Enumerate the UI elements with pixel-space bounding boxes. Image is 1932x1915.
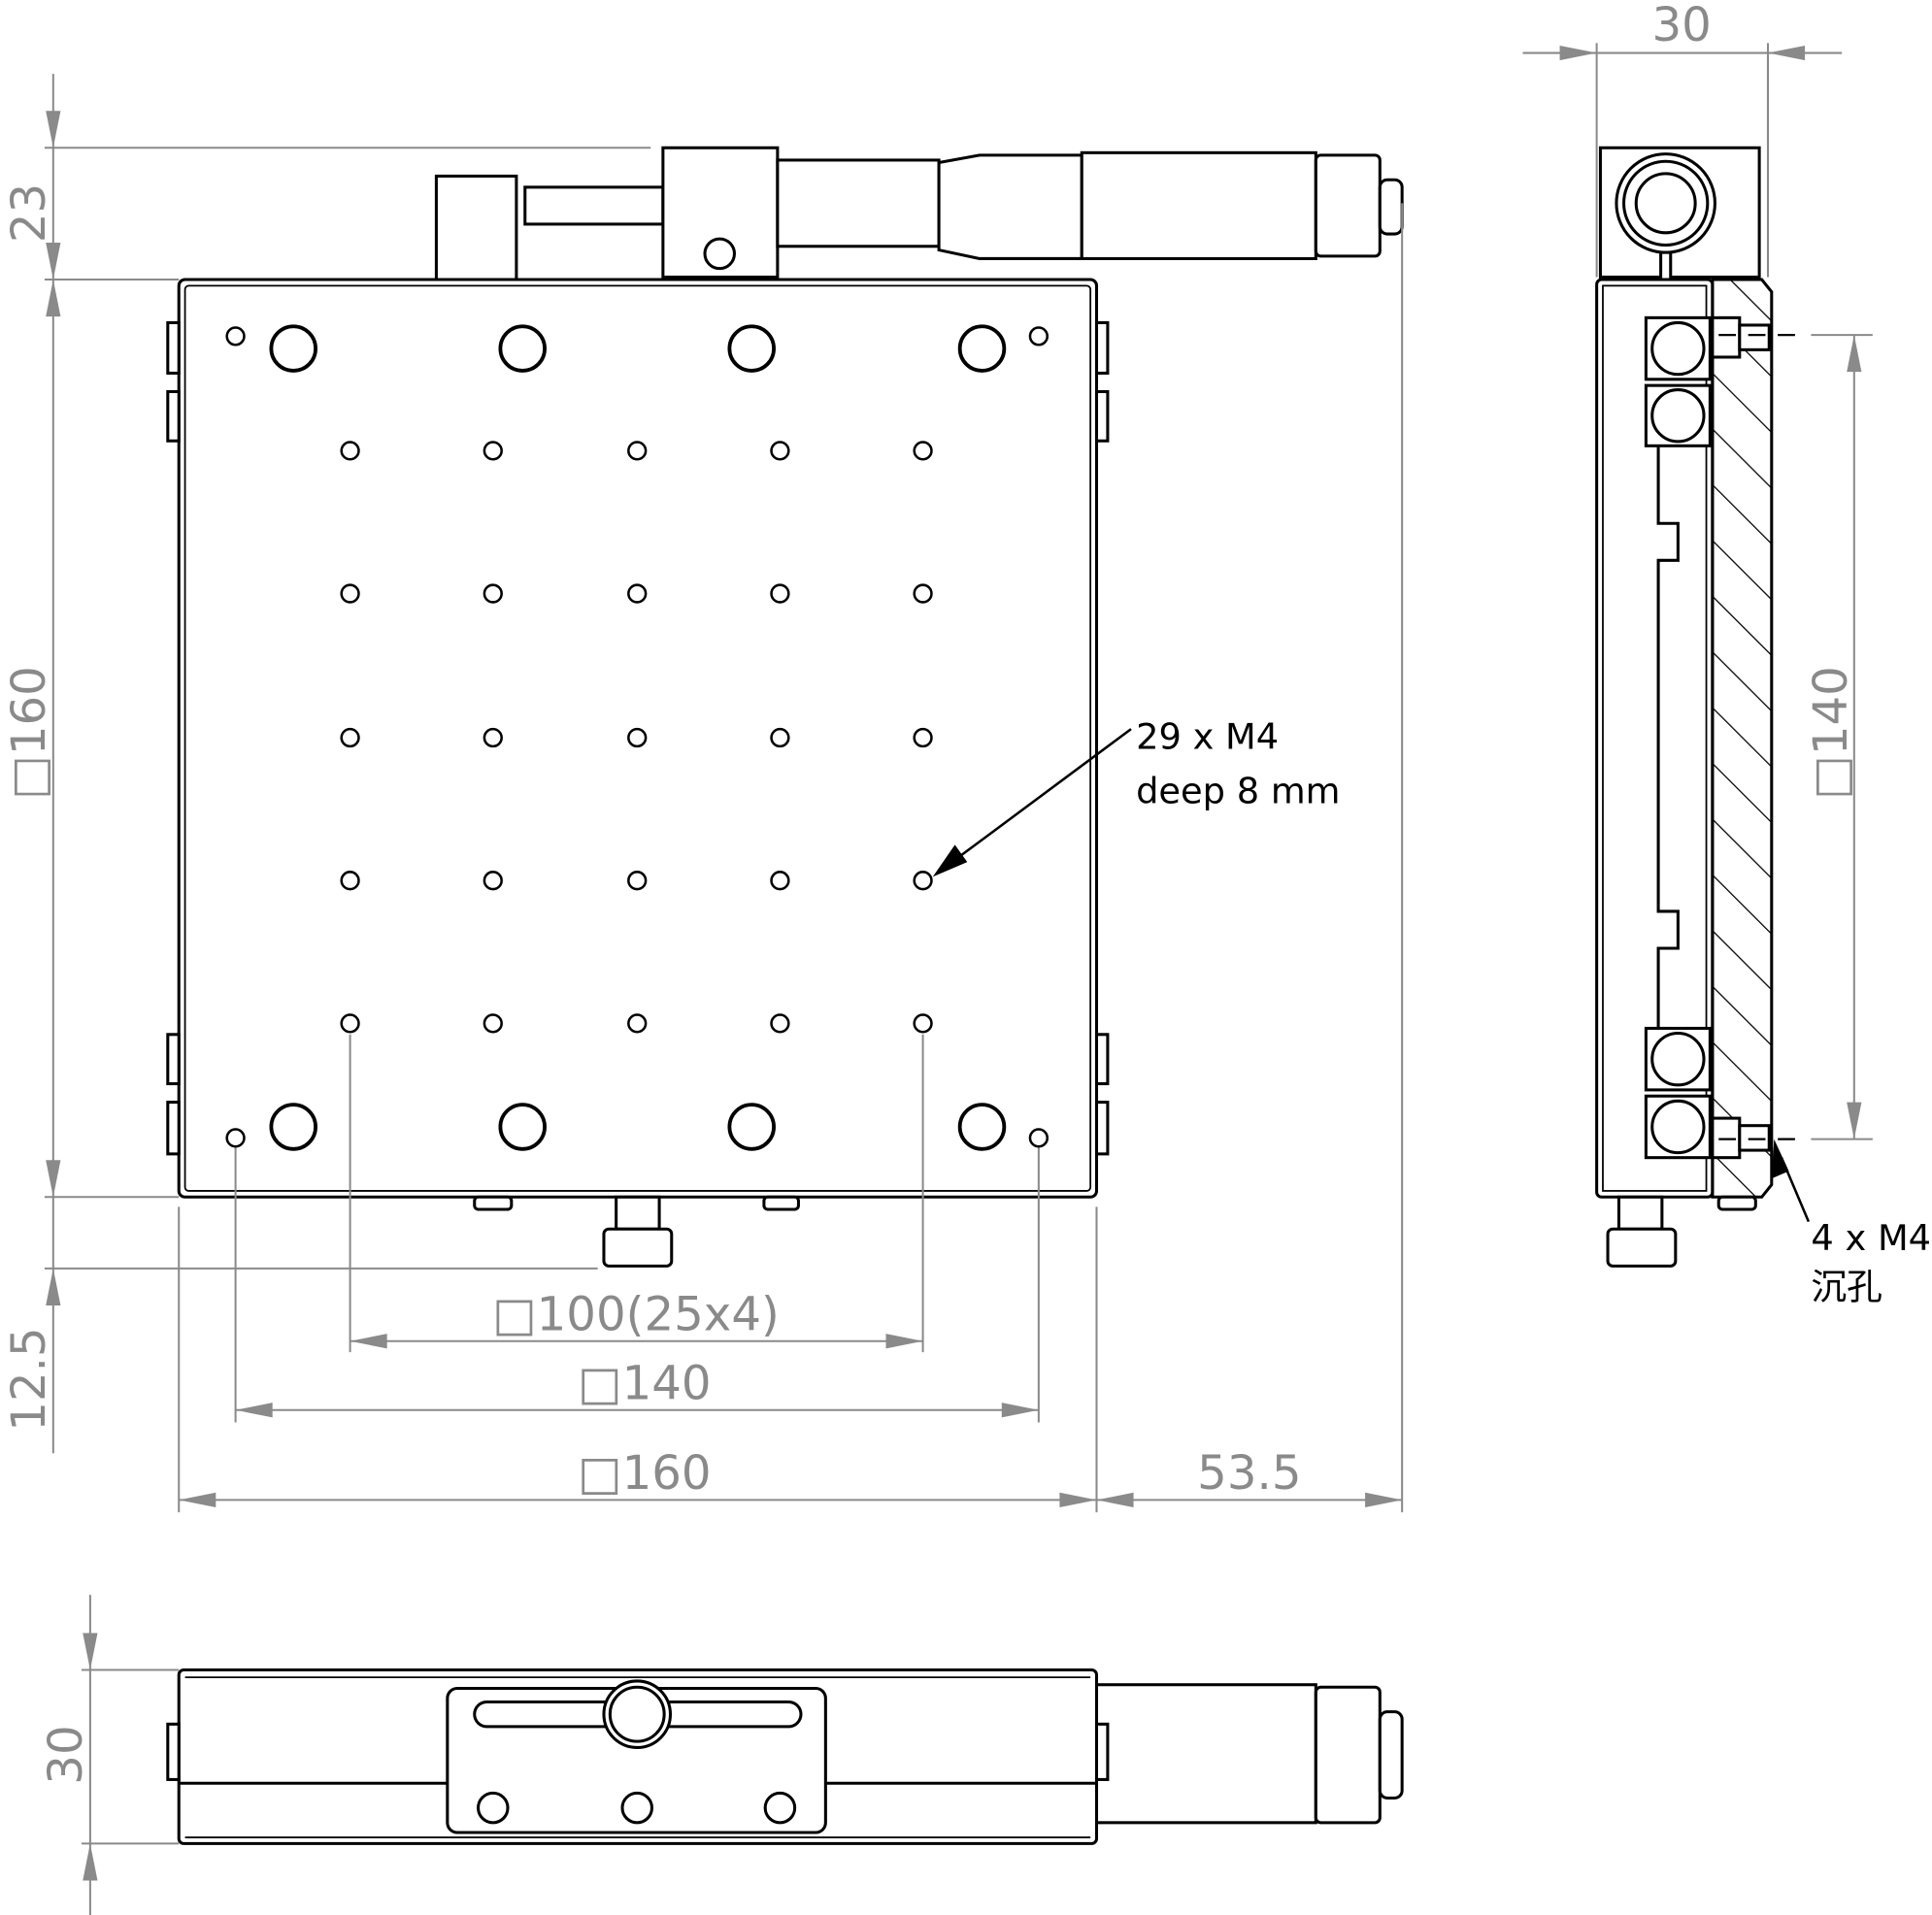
m4-hole [627, 441, 648, 461]
m4-hole [770, 583, 790, 604]
front-view: 30 [39, 1595, 1404, 1915]
mounting-hole [1028, 1128, 1049, 1148]
m4-hole [770, 1013, 790, 1034]
m4-hole [627, 583, 648, 604]
dim-hole-pattern: □100(25x4) [492, 1287, 780, 1341]
counterbore-hole [269, 324, 317, 373]
counterbore-hole [498, 1103, 547, 1151]
dimension-lines [44, 74, 1404, 1513]
m4-hole [770, 727, 790, 748]
bearing-ball [1650, 388, 1706, 444]
m4-hole [770, 871, 790, 891]
bearing-pads [1644, 315, 1712, 1160]
counterbore-hole [957, 324, 1007, 373]
counterbore-hole [727, 1103, 776, 1151]
m4-hole-grid [340, 441, 933, 1034]
bearing-ball [1650, 1032, 1706, 1087]
counterbore-hole [498, 324, 547, 373]
micrometer [434, 146, 1404, 281]
counterbore-holes [269, 324, 1007, 1151]
mounting-hole [1028, 326, 1049, 347]
bearing-ball [1650, 320, 1706, 377]
dim-side-thickness: 30 [1652, 0, 1712, 52]
m4-hole [913, 727, 933, 748]
m4-hole [913, 871, 933, 891]
m4-hole [913, 1013, 933, 1034]
m4-hole [913, 583, 933, 604]
m4-hole [627, 727, 648, 748]
m4-hole [770, 441, 790, 461]
m4-hole [483, 441, 503, 461]
m4-hole [340, 1013, 360, 1034]
m4-hole [483, 1013, 503, 1034]
m4-hole [627, 1013, 648, 1034]
dim-plate-width: □160 [578, 1446, 712, 1501]
mounting-hole [225, 1128, 246, 1148]
m4-hole [340, 871, 360, 891]
dim-mount-holes: □140 [578, 1356, 712, 1410]
bearing-pad [1644, 315, 1712, 381]
m4-hole [483, 727, 503, 748]
m4-hole [340, 441, 360, 461]
m4-hole [483, 871, 503, 891]
m4-hole [627, 871, 648, 891]
counterbore-hole [727, 324, 776, 373]
dim-plate-height: □160 [2, 666, 56, 800]
bearing-pad [1644, 1026, 1712, 1092]
m4-hole [340, 583, 360, 604]
callout-counterbore-cn: 沉孔 [1811, 1267, 1882, 1308]
m4-hole [483, 583, 503, 604]
m4-hole [340, 727, 360, 748]
callout-depth: deep 8 mm [1136, 770, 1340, 811]
callout-m4-holes: 29 x M4 [1136, 715, 1279, 757]
mounting-holes [225, 326, 1049, 1148]
dim-12-5: 12.5 [2, 1327, 56, 1431]
stage-plate [177, 278, 1099, 1199]
m4-hole [913, 441, 933, 461]
dim-front-height: 30 [39, 1725, 93, 1784]
side-tabs [166, 320, 1110, 1156]
side-view: 30 □140 4 x M4 沉孔 [1522, 0, 1931, 1308]
dim-23: 23 [2, 183, 56, 243]
bearing-pad [1644, 383, 1712, 447]
lock-screw [473, 1195, 800, 1268]
mounting-hole [225, 326, 246, 347]
dim-side-hole-spacing: □140 [1804, 666, 1858, 800]
bearing-ball [1650, 1099, 1706, 1155]
top-view: 23 □160 12.5 □100(25x4) □140 □160 53.5 2… [2, 74, 1404, 1513]
counterbore-hole [957, 1103, 1007, 1151]
counterbore-hole [269, 1103, 317, 1151]
callout-counterbore: 4 x M4 [1811, 1217, 1931, 1259]
bearing-pad [1644, 1094, 1712, 1160]
dim-micrometer-extension: 53.5 [1197, 1446, 1301, 1501]
